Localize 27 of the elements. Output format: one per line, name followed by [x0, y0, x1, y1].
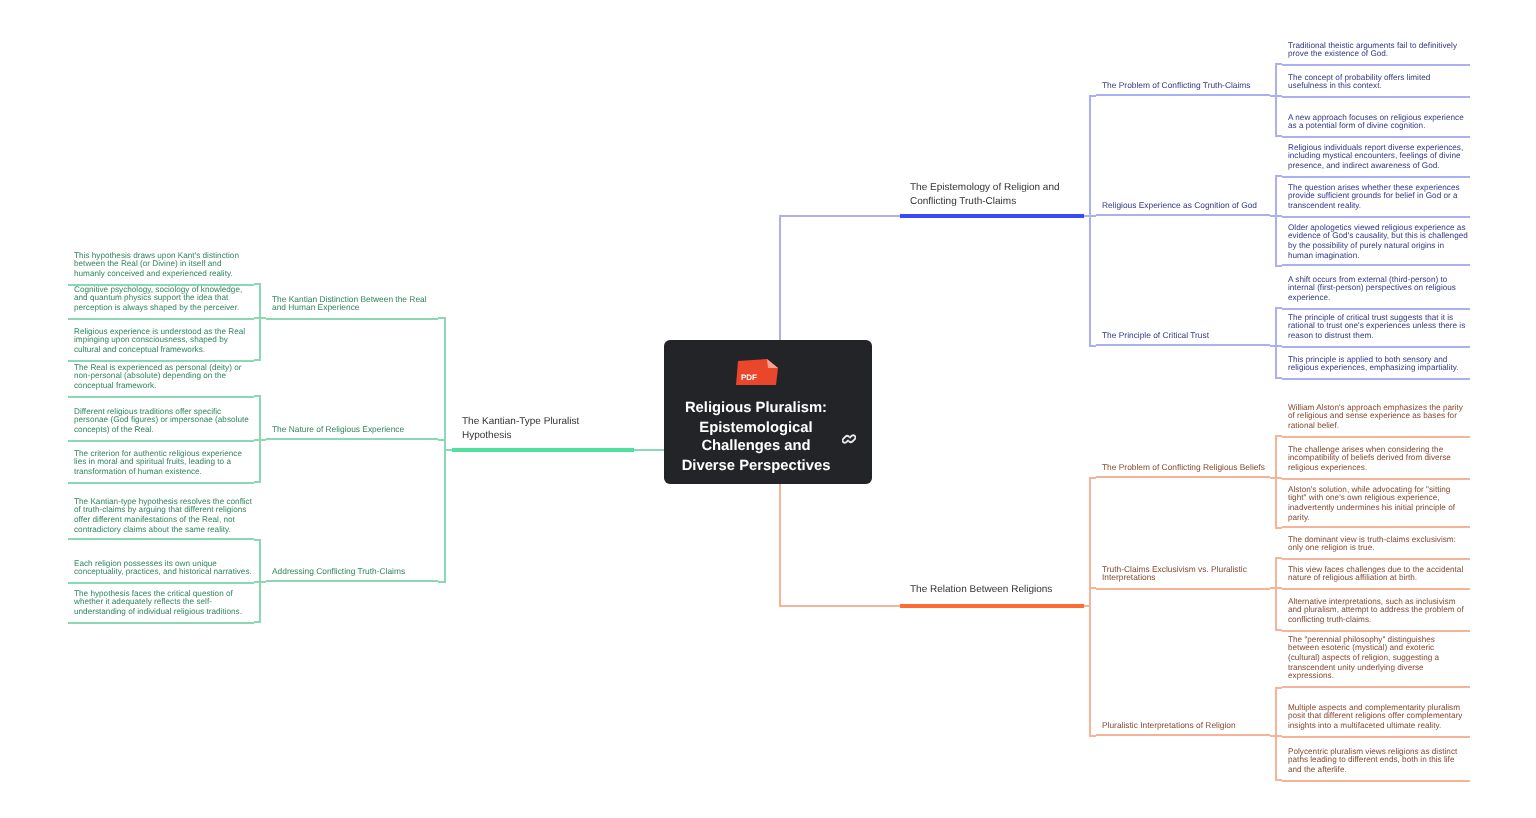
connector-line	[253, 539, 267, 583]
connector-line	[1269, 735, 1283, 781]
connector-line	[1083, 587, 1097, 607]
connector-line	[1269, 687, 1283, 737]
central-topic-card	[664, 340, 872, 484]
connector-line	[1083, 605, 1097, 737]
connector-line	[437, 449, 453, 583]
connector-line	[253, 395, 267, 441]
connector-line	[253, 317, 267, 361]
connector-line	[1269, 557, 1283, 589]
connector-line	[633, 449, 665, 451]
connector-line	[253, 439, 267, 483]
connector-line	[1269, 63, 1283, 97]
connector-line	[1269, 307, 1283, 347]
connector-line	[1083, 215, 1097, 347]
connector-line	[1083, 95, 1097, 217]
connector-line	[1269, 345, 1283, 379]
connector-line	[1269, 215, 1283, 267]
connector-line	[779, 215, 901, 341]
connector-line	[1269, 95, 1283, 137]
connector-line	[1269, 175, 1283, 217]
connector-line	[253, 283, 267, 319]
connector-line	[1269, 587, 1283, 631]
connector-line	[1269, 435, 1283, 479]
connector-line	[779, 483, 901, 607]
connector-line	[253, 581, 267, 623]
connector-line	[1269, 477, 1283, 529]
